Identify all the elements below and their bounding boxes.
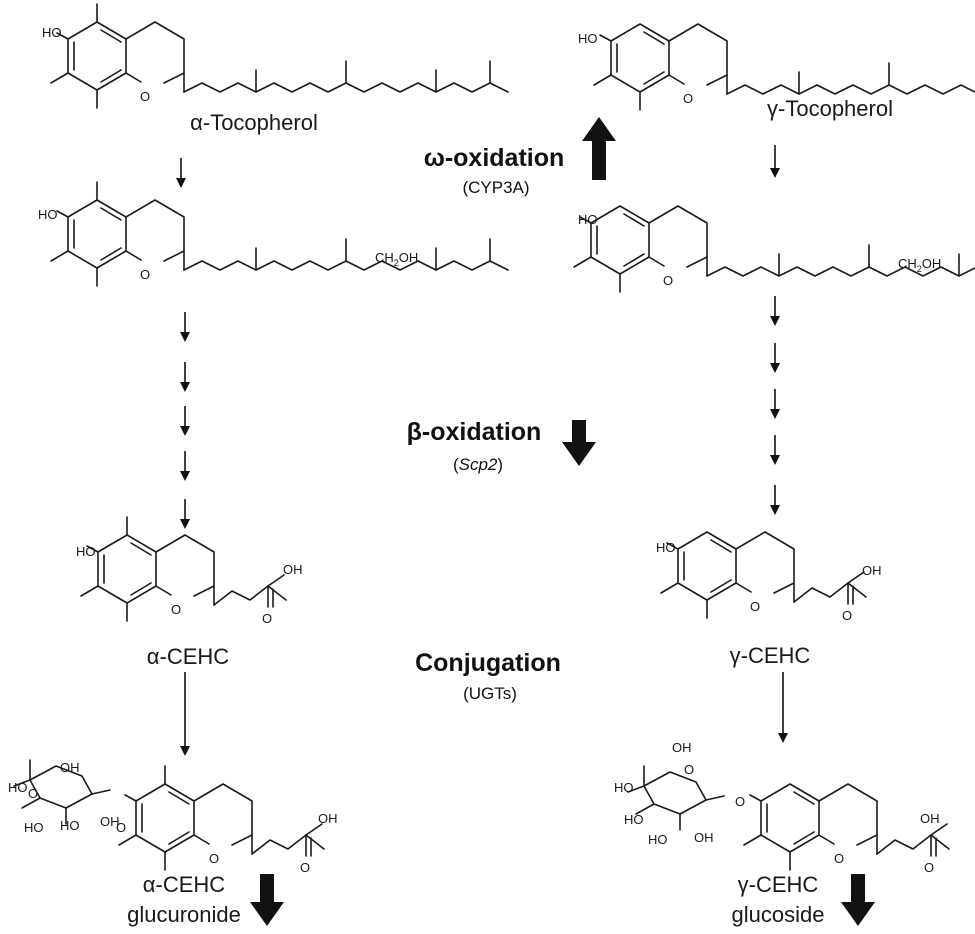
step-arrow <box>770 485 780 515</box>
hydroxyl-label: HO <box>38 207 58 222</box>
hydroxyl-label: HO <box>578 212 598 227</box>
beta-oxidation-title: β-oxidation <box>407 418 542 446</box>
step-arrow <box>180 362 190 392</box>
step-arrow <box>180 312 190 342</box>
alpha-tocopherol-structure: HO O <box>42 3 509 109</box>
sugar-oh-label: OH <box>100 814 120 829</box>
alpha-glucuronide-decrease-arrow <box>250 874 284 926</box>
beta-oxidation-steps-left <box>180 312 190 529</box>
beta-decrease-arrow <box>562 420 596 466</box>
ring-oxygen-label: O <box>834 851 844 866</box>
hydroxyl-label: HO <box>42 25 62 40</box>
glycosidic-o-label: O <box>735 794 745 809</box>
sugar-ho-label: HO <box>614 780 634 795</box>
gamma-tocopherol-structure: HO O <box>578 23 975 111</box>
alpha-hydroxy-intermediate-structure: HO O CH2OH <box>38 181 509 287</box>
hydroxyl-label: HO <box>578 31 598 46</box>
acid-oh-label: OH <box>283 562 303 577</box>
sugar-oh-label: OH <box>672 740 692 755</box>
carbonyl-o-label: O <box>300 860 310 875</box>
carbonyl-o-label: O <box>842 608 852 623</box>
omega-increase-arrow <box>582 117 616 180</box>
beta-oxidation-steps-right <box>770 296 780 515</box>
step-arrow <box>770 296 780 326</box>
hydroxyl-label: HO <box>656 540 676 555</box>
step-arrow <box>770 435 780 465</box>
carbonyl-o-label: O <box>924 860 934 875</box>
uronic-acid-oh-label: OH <box>60 760 80 775</box>
carbonyl-o-label: O <box>262 611 272 626</box>
ring-oxygen-label: O <box>209 851 219 866</box>
sugar-ho-label: HO <box>648 832 668 847</box>
step-arrow <box>180 499 190 529</box>
ch2oh-label: CH2OH <box>375 250 418 268</box>
alpha-cehc-glucuronide-structure: OH O HO HO HO OH O O OH O <box>8 759 338 875</box>
step-arrow <box>180 451 190 481</box>
alpha-glucuronide-label-line1: α-CEHC <box>143 872 225 897</box>
ring-oxygen-label: O <box>140 267 150 282</box>
sugar-ho-label: HO <box>60 818 80 833</box>
acid-oh-label: OH <box>920 811 940 826</box>
ch2oh-label: CH2OH <box>898 256 941 274</box>
step-arrow <box>176 158 186 188</box>
gamma-cehc-glucoside-structure: OH O HO HO HO OH O O OH O <box>614 740 950 875</box>
glycosidic-o-label: O <box>116 820 126 835</box>
acid-oh-label: OH <box>862 563 882 578</box>
gamma-glucoside-label-line2: glucoside <box>732 902 825 927</box>
conjugation-arrow-left <box>180 672 190 756</box>
conjugation-title: Conjugation <box>415 649 561 677</box>
gamma-glucoside-decrease-arrow <box>841 874 875 926</box>
alpha-cehc-label: α-CEHC <box>147 644 229 669</box>
ring-oxygen-label: O <box>663 273 673 288</box>
alpha-glucuronide-label-line2: glucuronide <box>127 902 241 927</box>
gamma-hydroxy-intermediate-structure: HO O CH2OH <box>573 205 975 293</box>
step-arrow <box>770 389 780 419</box>
ring-oxygen-label: O <box>683 91 693 106</box>
ring-oxygen-label: O <box>171 602 181 617</box>
sugar-ho-label: HO <box>624 812 644 827</box>
step-arrow <box>770 145 780 178</box>
gamma-glucoside-label-line1: γ-CEHC <box>738 872 819 897</box>
sugar-ho-label: HO <box>24 820 44 835</box>
alpha-tocopherol-label: α-Tocopherol <box>190 110 318 135</box>
ring-oxygen-label: O <box>750 599 760 614</box>
beta-oxidation-enzyme: (Scp2) <box>453 455 503 474</box>
sugar-ho-label: HO <box>8 780 28 795</box>
gamma-cehc-label: γ-CEHC <box>730 643 811 668</box>
ring-oxygen-label: O <box>140 89 150 104</box>
hydroxyl-label: HO <box>76 544 96 559</box>
gamma-tocopherol-label: γ-Tocopherol <box>767 96 893 121</box>
alpha-cehc-structure: HO O OH O <box>76 516 303 626</box>
uronic-acid-o-label: O <box>28 786 38 801</box>
omega-oxidation-title: ω-oxidation <box>424 144 565 172</box>
sugar-ring-o-label: O <box>684 762 694 777</box>
step-arrow <box>180 406 190 436</box>
conjugation-arrow-right <box>778 672 788 743</box>
sugar-oh-label: OH <box>694 830 714 845</box>
conjugation-enzyme: (UGTs) <box>463 684 517 703</box>
step-arrow <box>770 343 780 373</box>
acid-oh-label: OH <box>318 811 338 826</box>
gamma-cehc-structure: HO O OH O <box>656 531 882 623</box>
omega-oxidation-enzyme: (CYP3A) <box>462 178 529 197</box>
